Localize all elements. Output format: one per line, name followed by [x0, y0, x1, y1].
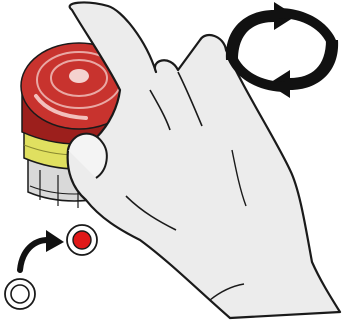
- curved-arrow-icon: [17, 230, 64, 273]
- indicator-on-icon: [66, 224, 98, 256]
- rotate-arrows-icon: [225, 2, 339, 98]
- indicator-off-icon: [4, 278, 36, 310]
- hand: [66, 1, 342, 320]
